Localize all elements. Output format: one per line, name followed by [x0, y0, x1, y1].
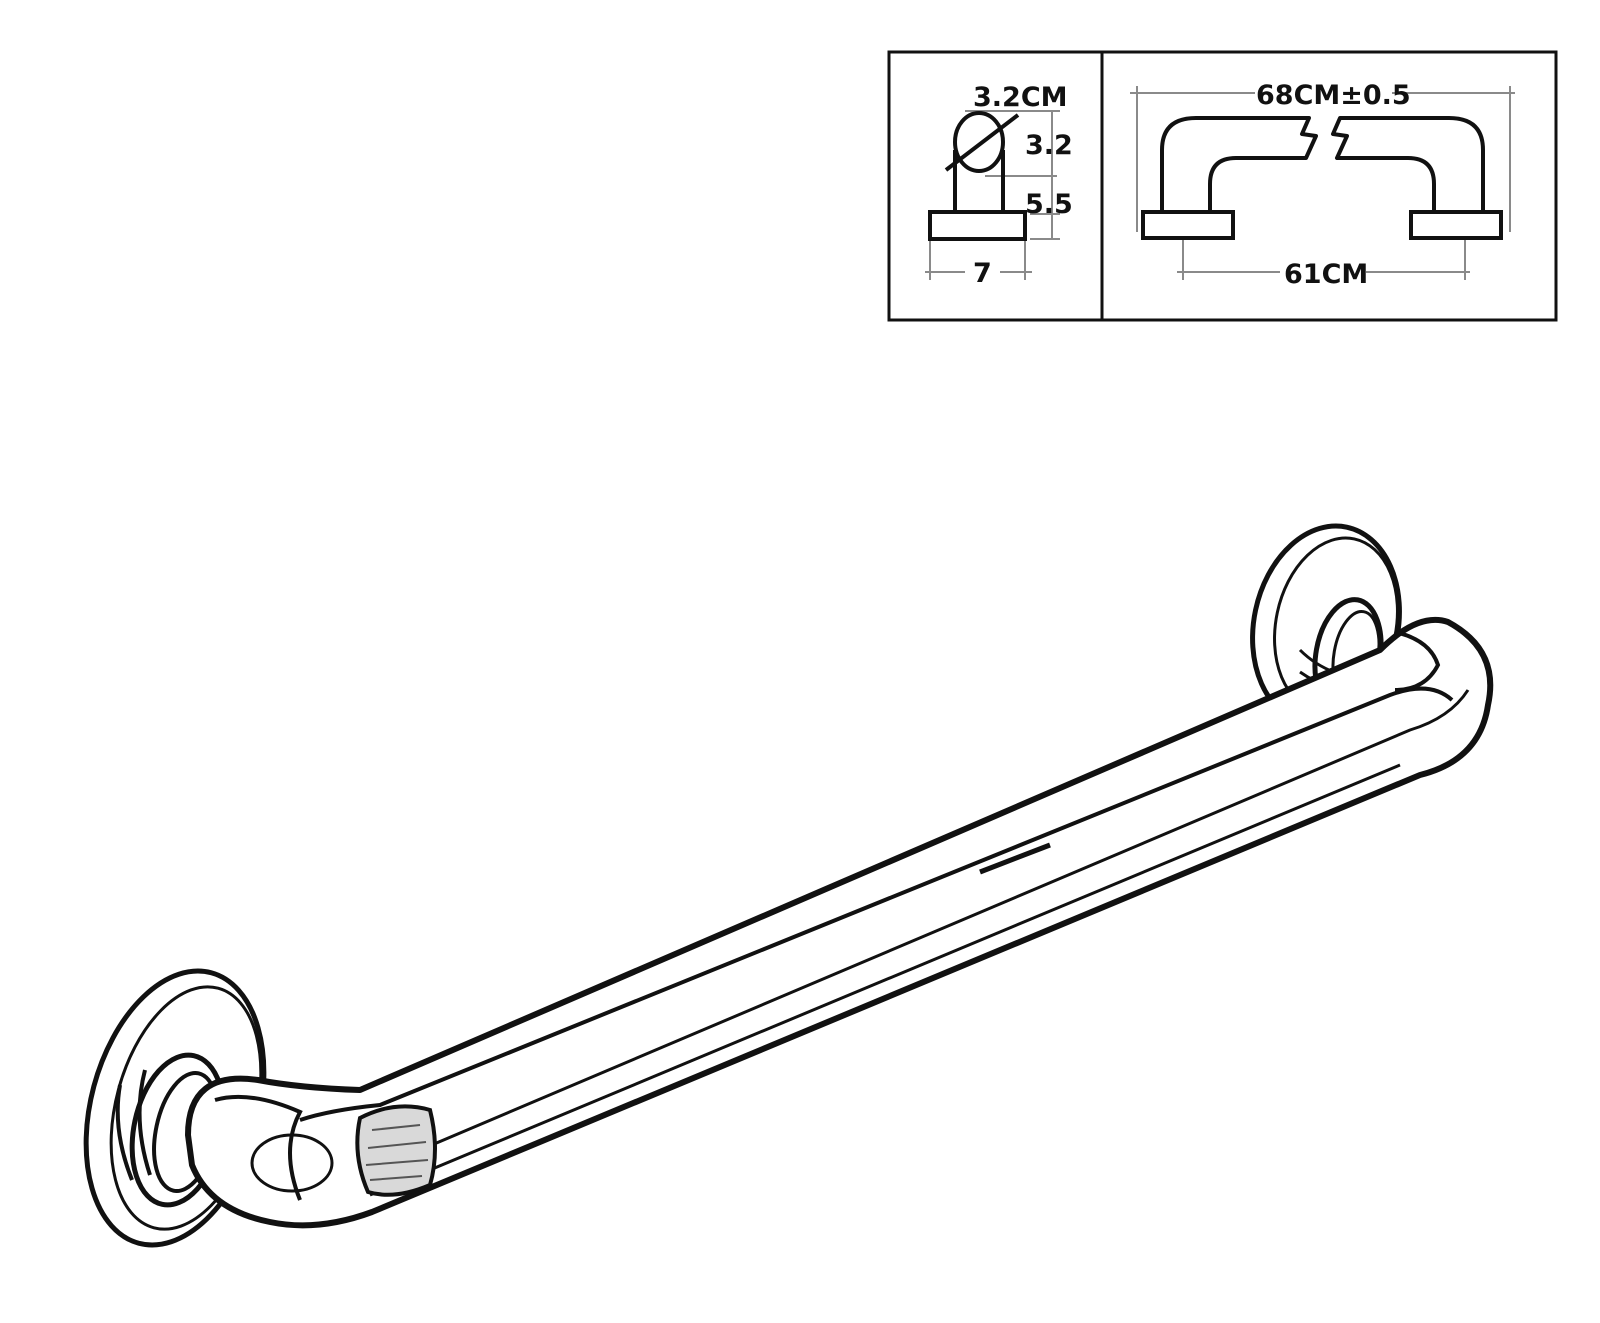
front-view-dimension-lines	[1130, 86, 1515, 280]
tube-highlight-mid	[419, 689, 1470, 1152]
grab-bar-illustration	[83, 523, 1494, 1248]
diameter-mark	[944, 113, 1020, 172]
bar-outline-left	[1160, 116, 1318, 212]
flange-profile	[928, 210, 1027, 241]
tube-textured-patch-hatch	[365, 1124, 429, 1181]
cross-section-dimension-lines	[925, 110, 1060, 280]
flange-width-label: 7	[973, 258, 992, 289]
tube-cross-section	[953, 111, 1005, 173]
diameter-label: 3.2CM	[973, 82, 1068, 113]
cross-section-panel: 3.2CM 3.2 5.5 7	[925, 82, 1073, 289]
left-elbow-reflection	[250, 1133, 334, 1193]
grab-bar-tube	[185, 616, 1494, 1229]
front-view-panel: 68CM±0.5 61CM	[1130, 80, 1515, 290]
tube-highlight-bottom	[369, 763, 1401, 1197]
flange-height-label: 5.5	[1025, 189, 1073, 220]
flange-left	[1141, 210, 1235, 240]
left-elbow-contour	[214, 1094, 303, 1201]
tube-highlight-top	[299, 686, 1454, 1122]
tube-reflection-streak	[979, 842, 1051, 875]
tube-textured-patch	[355, 1104, 437, 1197]
mount-spacing-label: 61CM	[1284, 259, 1368, 290]
total-length-label: 68CM±0.5	[1256, 80, 1411, 111]
spec-box-frame	[887, 50, 1558, 322]
bar-outline-right	[1331, 116, 1485, 212]
right-elbow-contour	[1394, 630, 1441, 692]
spec-box: 3.2CM 3.2 5.5 7	[887, 50, 1558, 322]
tube-height-label: 3.2	[1025, 130, 1073, 161]
left-flange-shading	[115, 1069, 152, 1181]
flange-right	[1409, 210, 1503, 240]
